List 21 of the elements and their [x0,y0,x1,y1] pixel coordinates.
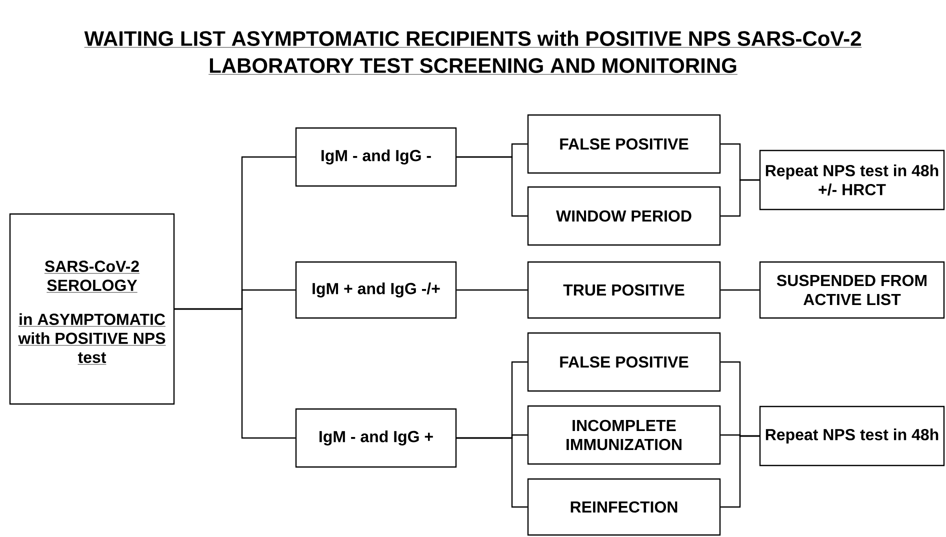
action-box: Repeat NPS test in 48h [759,406,945,466]
connector-line [720,179,760,217]
start-box: SARS-CoV-2 SEROLOGY in ASYMPTOMATIC with POSITIVE NPS test [9,213,175,405]
title: WAITING LIST ASYMPTOMATIC RECIPIENTS with POSITIVE NPS SARS-CoV-2 LABORATORY TEST SCREENING AND MONITORING [84,30,862,75]
connector-line [456,156,528,217]
connector-line [720,289,760,291]
outcome-box: FALSE POSITIVE [527,114,721,174]
outcome-box: INCOMPLETE IMMUNIZATION [527,405,721,465]
outcome-box: REINFECTION [527,478,721,536]
connector-line [456,437,528,508]
connector-line [720,435,760,508]
action-box: Repeat NPS test in 48h +/- HRCT [759,150,945,210]
result-box: IgM + and IgG -/+ [295,261,457,319]
result-box: IgM - and IgG + [295,408,457,468]
result-box: IgM - and IgG - [295,127,457,187]
outcome-box: WINDOW PERIOD [527,186,721,246]
outcome-box: TRUE POSITIVE [527,261,721,319]
outcome-box: FALSE POSITIVE [527,332,721,392]
connector-line [174,308,296,439]
action-box: SUSPENDED FROM ACTIVE LIST [759,261,945,319]
connector-line [456,289,528,291]
